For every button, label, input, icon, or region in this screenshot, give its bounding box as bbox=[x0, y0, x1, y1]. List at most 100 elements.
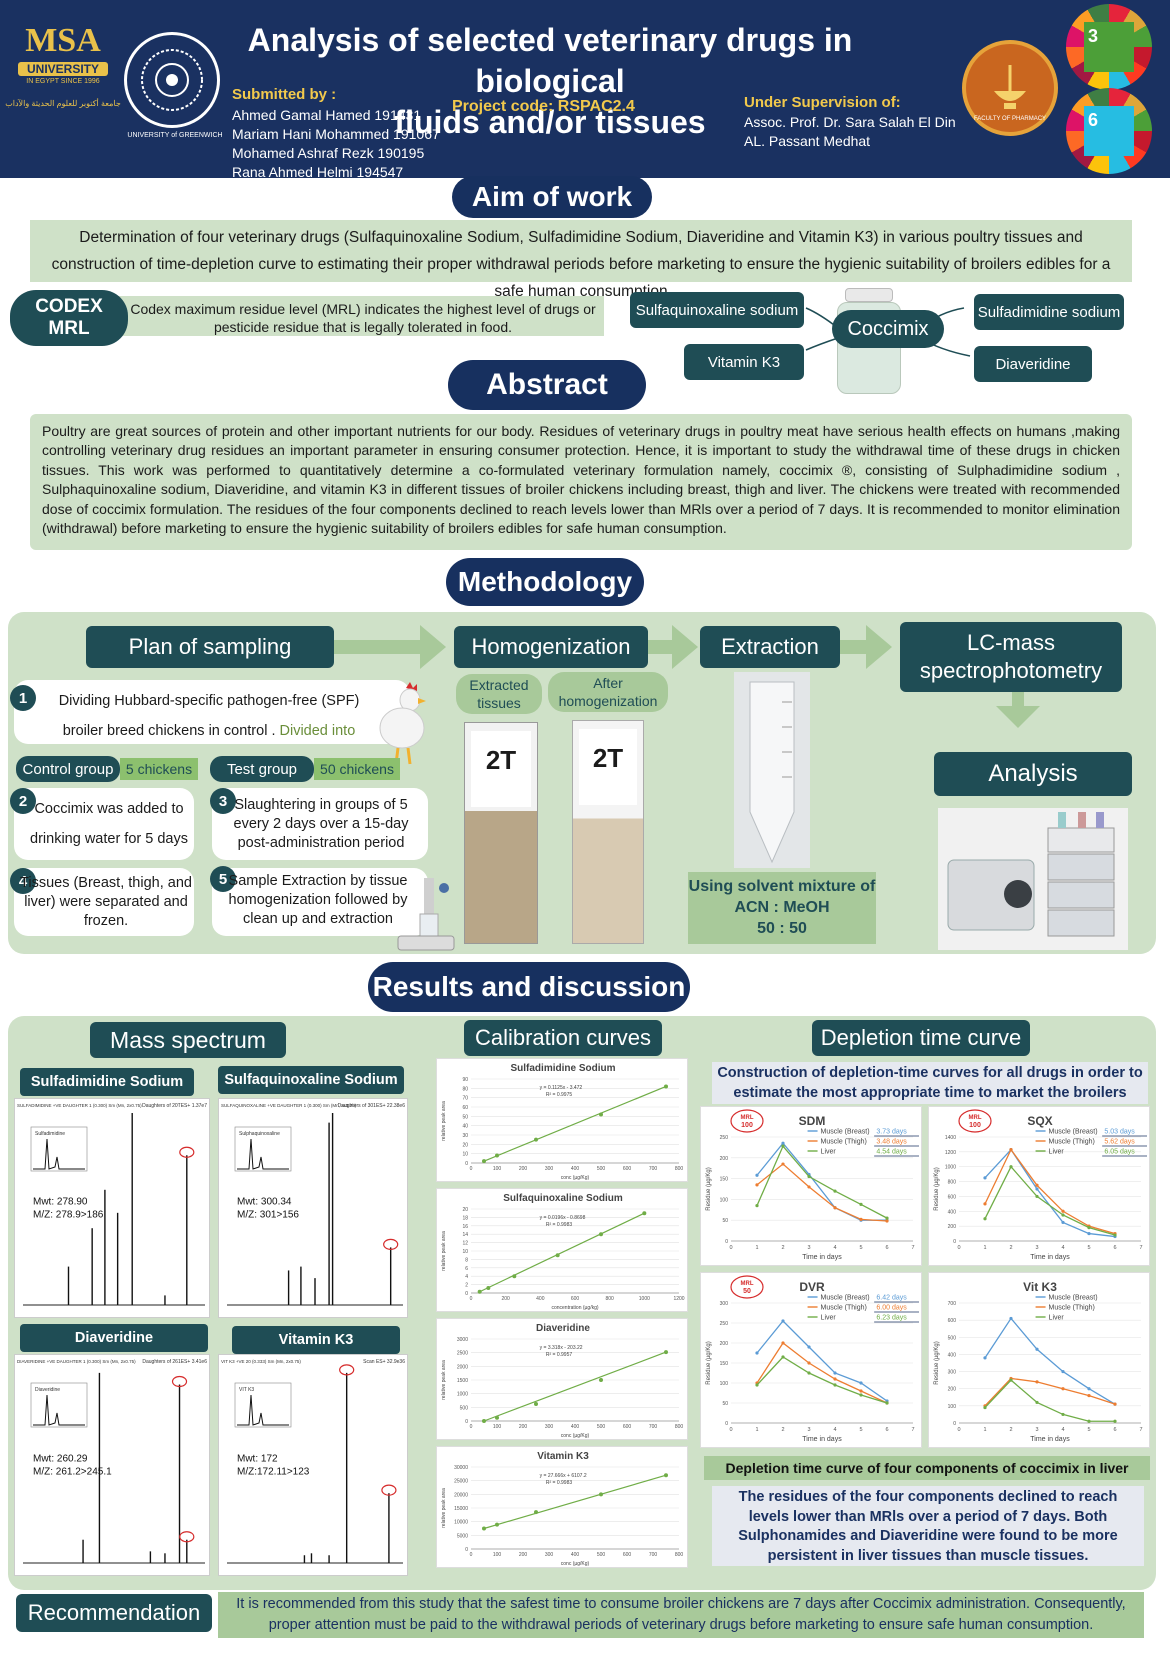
x-tick-label: 300 bbox=[545, 1552, 554, 1558]
y-tick-label: 1200 bbox=[945, 1150, 956, 1156]
results-title: Results and discussion bbox=[368, 962, 690, 1012]
depletion-intro: Construction of depletion-time curves fo… bbox=[712, 1062, 1148, 1104]
withdrawal-days: 6.00 days bbox=[876, 1305, 907, 1312]
falcon-tube-photo bbox=[734, 672, 810, 868]
legend-label: Muscle (Breast) bbox=[1049, 1295, 1098, 1302]
trendline bbox=[483, 1474, 667, 1530]
x-tick-label: 7 bbox=[1139, 1427, 1142, 1433]
arrow-shaft bbox=[648, 640, 674, 654]
greenwich-logo-text: UNIVERSITY of GREENWICH bbox=[127, 132, 223, 139]
y-tick-label: 700 bbox=[948, 1301, 957, 1307]
series-point bbox=[833, 1377, 837, 1381]
inset-trace bbox=[237, 1138, 289, 1170]
series-point bbox=[1087, 1393, 1091, 1398]
y-tick-label: 20 bbox=[462, 1207, 468, 1213]
step-2-card bbox=[14, 788, 194, 860]
data-point bbox=[599, 1492, 603, 1497]
r2-label: R² = 0.9983 bbox=[546, 1222, 572, 1228]
series-point bbox=[859, 1217, 863, 1221]
series-line bbox=[756, 1163, 888, 1222]
y-tick-label: 18 bbox=[462, 1215, 468, 1221]
series-point bbox=[1009, 1378, 1013, 1382]
spectrum-mz: M/Z:172.11>123 bbox=[237, 1467, 310, 1478]
step-5-text: Sample Extraction by tissue homogenizati… bbox=[228, 873, 408, 927]
data-point bbox=[534, 1402, 538, 1407]
step-1-text: Dividing Hubbard-specific pathogen-free … bbox=[44, 686, 374, 746]
spectrum-title: Sulfadimidine Sodium bbox=[20, 1068, 194, 1096]
supervisor-name: Assoc. Prof. Dr. Sara Salah El Din bbox=[744, 114, 956, 130]
data-point bbox=[512, 1274, 517, 1279]
y-axis-label: Residue (µg/Kg) bbox=[934, 1341, 940, 1384]
series-point bbox=[1061, 1213, 1065, 1217]
y-tick-label: 30 bbox=[462, 1133, 468, 1139]
greenwich-logo: UNIVERSITY of GREENWICH bbox=[124, 32, 223, 139]
peak-highlight-circle bbox=[171, 1375, 188, 1388]
spectrum-mwt: Mwt: 278.90 bbox=[33, 1197, 88, 1208]
x-tick-label: 0 bbox=[470, 1552, 473, 1558]
y-tick-label: 80 bbox=[462, 1086, 468, 1092]
x-tick-label: 5 bbox=[859, 1245, 862, 1251]
y-tick-label: 400 bbox=[948, 1352, 957, 1358]
x-axis-label: Time in days bbox=[1030, 1436, 1070, 1443]
mass-spectrum-panel: DIAVERIDINE +VE DAUGHTER 1 (0.300) Sm (M… bbox=[14, 1354, 210, 1576]
series-point bbox=[833, 1383, 837, 1387]
x-tick-label: 3 bbox=[807, 1245, 810, 1251]
x-tick-label: 4 bbox=[833, 1245, 836, 1251]
spectrum-corner: Daughters of 301ES+ 22.38e6 bbox=[338, 1103, 406, 1109]
step-1-card bbox=[14, 680, 410, 744]
inset-label: Sulfadimidine bbox=[35, 1131, 65, 1137]
component-vitk3: Vitamin K3 bbox=[684, 344, 804, 380]
y-tick-label: 0 bbox=[465, 1419, 468, 1425]
codex-label: CODEX MRL bbox=[10, 290, 128, 346]
y-tick-label: 12 bbox=[462, 1241, 468, 1247]
arrow-right-icon bbox=[672, 625, 698, 669]
inset-trace bbox=[237, 1394, 289, 1426]
series-point bbox=[983, 1356, 987, 1360]
msa-logo-sub: UNIVERSITY bbox=[18, 62, 108, 76]
spectrum-header: SULFAQUINOXALINE +VE DAUGHTER 1 (0.300) … bbox=[221, 1103, 357, 1108]
y-tick-label: 4 bbox=[465, 1274, 468, 1280]
data-point bbox=[555, 1253, 560, 1258]
series-point bbox=[781, 1141, 785, 1145]
chart-title: DVR bbox=[799, 1280, 825, 1294]
x-tick-label: 7 bbox=[911, 1245, 914, 1251]
x-tick-label: 0 bbox=[729, 1245, 732, 1251]
x-tick-label: 200 bbox=[519, 1552, 528, 1558]
title-line-2: fluids and/or tissues bbox=[394, 104, 706, 140]
trendline bbox=[479, 1212, 645, 1293]
lcms-instrument-photo bbox=[938, 808, 1128, 950]
step-number: 4 bbox=[10, 868, 36, 894]
peak-highlight-circle bbox=[383, 1238, 399, 1250]
sdg-3-tile: 3 bbox=[1084, 22, 1134, 72]
x-tick-label: 3 bbox=[807, 1427, 810, 1433]
y-tick-label: 30000 bbox=[454, 1465, 468, 1471]
arrow-right-icon bbox=[420, 625, 446, 669]
series-point bbox=[807, 1174, 811, 1179]
chart-title: SDM bbox=[799, 1114, 826, 1128]
y-tick-label: 500 bbox=[948, 1335, 957, 1341]
series-line bbox=[756, 1144, 888, 1219]
withdrawal-days: 5.62 days bbox=[1104, 1139, 1135, 1146]
submitted-label: Submitted by : bbox=[232, 86, 337, 103]
y-tick-label: 6 bbox=[465, 1266, 468, 1272]
inset-label: VIT K3 bbox=[239, 1387, 254, 1393]
data-point bbox=[495, 1415, 499, 1420]
x-tick-label: 100 bbox=[493, 1166, 502, 1172]
spectrum-header: SULFADIMIDINE +VE DAUGHTER 1 (0.300) Sm … bbox=[17, 1103, 142, 1108]
step-1-divided: Divided into bbox=[279, 723, 356, 739]
x-tick-label: 100 bbox=[493, 1424, 502, 1430]
x-tick-label: 1 bbox=[983, 1427, 986, 1433]
data-point bbox=[534, 1137, 538, 1142]
spectrum-mz: M/Z: 261.2>245.1 bbox=[33, 1467, 112, 1478]
y-tick-label: 300 bbox=[948, 1370, 957, 1376]
spectrum-mwt: Mwt: 300.34 bbox=[237, 1197, 292, 1208]
y-tick-label: 1000 bbox=[457, 1392, 468, 1398]
x-tick-label: 400 bbox=[536, 1296, 545, 1302]
y-tick-label: 2000 bbox=[457, 1364, 468, 1370]
series-line bbox=[756, 1356, 888, 1404]
withdrawal-days: 6.23 days bbox=[876, 1315, 907, 1322]
y-tick-label: 1000 bbox=[945, 1165, 956, 1171]
